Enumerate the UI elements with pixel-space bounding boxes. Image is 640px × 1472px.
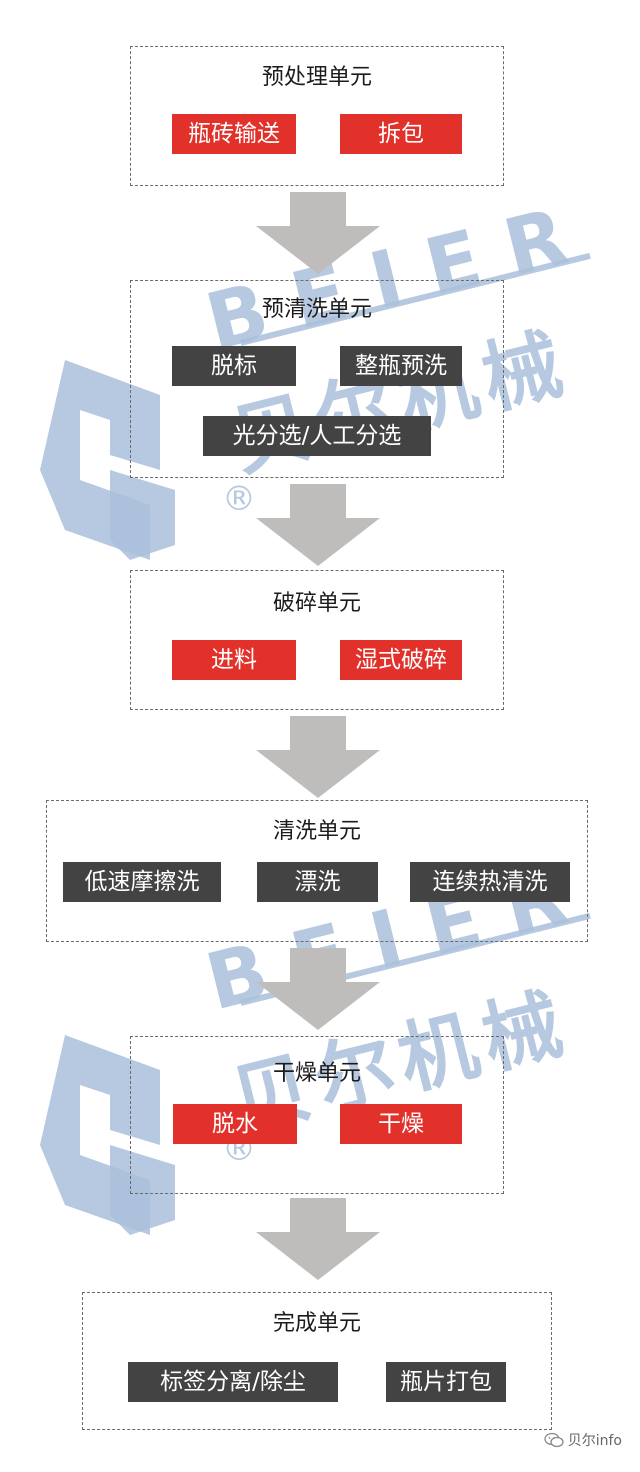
step-unpacking: 拆包 [340,114,462,154]
unit-title: 预清洗单元 [261,297,372,322]
wechat-icon [544,1432,564,1448]
unit-title: 清洗单元 [272,819,361,844]
step-wet-crushing: 湿式破碎 [340,640,462,680]
flow-arrow [256,192,380,274]
step-drying: 干燥 [340,1104,462,1144]
step-label-separation-dedusting: 标签分离/除尘 [128,1362,338,1402]
step-low-speed-friction-wash: 低速摩擦洗 [63,862,221,902]
step-flake-packing: 瓶片打包 [386,1362,506,1402]
flow-arrow [256,716,380,798]
unit-title: 完成单元 [272,1311,361,1336]
step-continuous-hot-wash: 连续热清洗 [410,862,570,902]
step-rinsing: 漂洗 [257,862,378,902]
step-bottle-brick-conveying: 瓶砖输送 [172,114,296,154]
unit-title: 干燥单元 [272,1061,361,1086]
footer-credit: 贝尔info [544,1430,622,1450]
unit-preprocess: 预处理单元 [130,46,504,186]
unit-finishing: 完成单元 [82,1292,552,1430]
watermark-logo-icon-part [110,470,175,560]
step-label-removal: 脱标 [172,346,296,386]
flow-arrow [256,948,380,1030]
flow-arrow [256,484,380,566]
flow-arrow [256,1198,380,1280]
step-optical-manual-sorting: 光分选/人工分选 [203,416,431,456]
footer-text: 贝尔info [567,1433,622,1449]
step-dewatering: 脱水 [173,1104,297,1144]
unit-title: 预处理单元 [261,65,372,90]
unit-title: 破碎单元 [272,591,361,616]
step-feeding: 进料 [172,640,296,680]
unit-crushing: 破碎单元 [130,570,504,710]
step-whole-bottle-prewash: 整瓶预洗 [340,346,462,386]
watermark-registered-top: ® [222,479,256,519]
